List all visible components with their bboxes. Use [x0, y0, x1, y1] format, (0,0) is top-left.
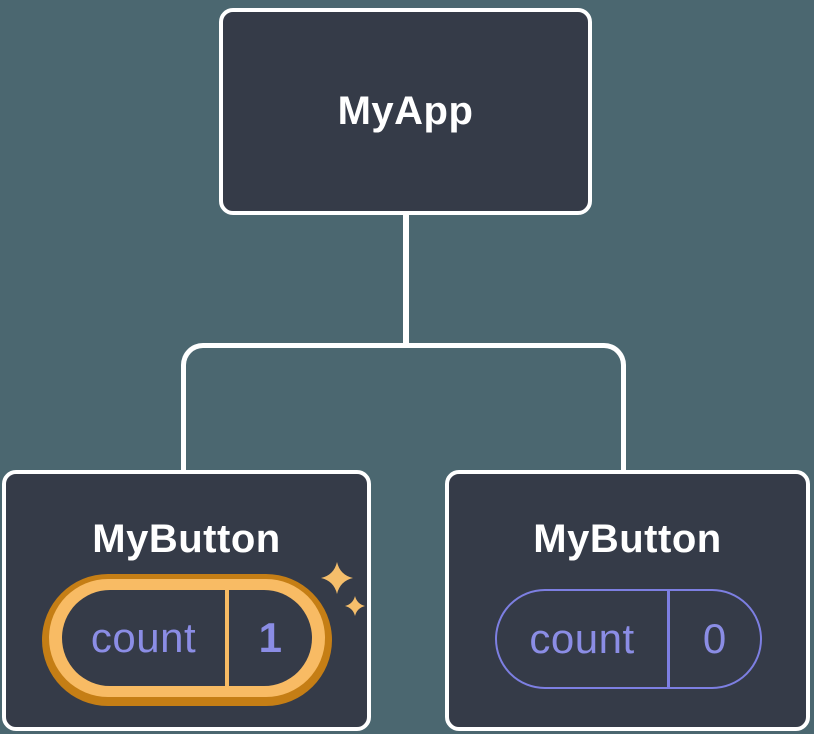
- state-value-label: 1: [258, 614, 283, 661]
- state-value-segment: 1: [229, 590, 312, 686]
- state-pill-plain: count 0: [495, 589, 762, 689]
- child-node-label: MyButton: [92, 517, 281, 561]
- state-pill-divider: [225, 590, 229, 686]
- state-value-segment: 0: [670, 591, 761, 687]
- state-pill-highlighted: count 1: [42, 574, 332, 706]
- connector-root-stem: [403, 213, 409, 346]
- tree-node-child-right: MyButton count 0: [445, 470, 810, 731]
- child-node-label: MyButton: [533, 517, 722, 561]
- sparkle-small-icon: [345, 596, 365, 616]
- state-pill-highlight-ring: count 1: [49, 579, 325, 697]
- connector-branch-bracket: [181, 343, 626, 470]
- root-node-label: MyApp: [337, 89, 474, 133]
- state-pill-divider: [667, 591, 670, 687]
- state-key-segment: count: [497, 591, 667, 687]
- state-key-label: count: [529, 615, 635, 662]
- state-value-label: 0: [702, 615, 727, 662]
- tree-node-child-left: MyButton count 1: [2, 470, 371, 731]
- sparkle-large-icon: [321, 562, 353, 594]
- state-key-segment: count: [62, 590, 225, 686]
- state-pill-body: count 1: [62, 590, 312, 686]
- sparkles-icon: [321, 562, 365, 616]
- state-key-label: count: [90, 614, 197, 661]
- tree-node-root: MyApp: [219, 8, 592, 215]
